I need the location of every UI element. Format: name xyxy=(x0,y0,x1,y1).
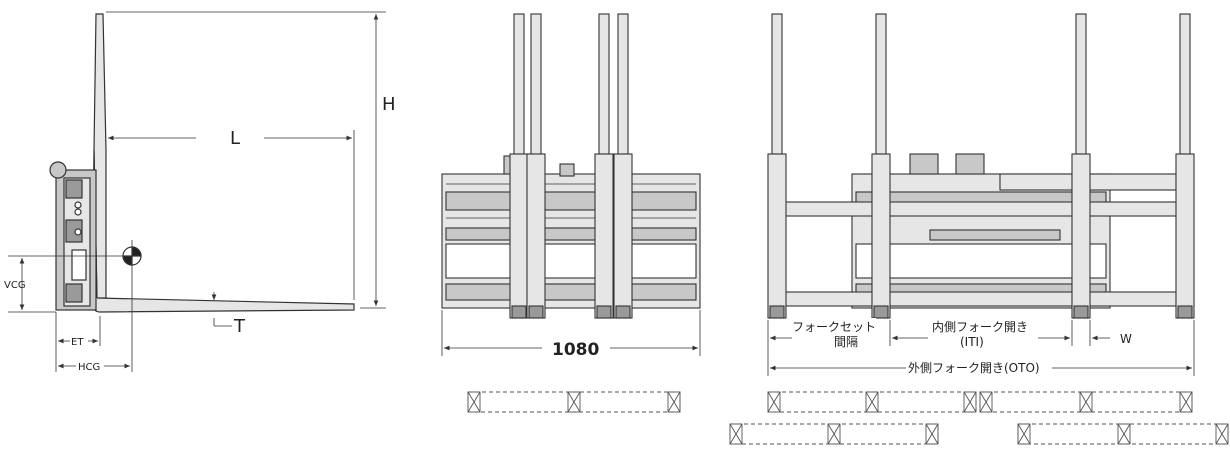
label-l: L xyxy=(230,128,240,149)
label-h: H xyxy=(382,94,396,115)
hook-mid xyxy=(65,219,83,243)
fork-2 xyxy=(530,13,542,155)
label-inner-spread-2: (ITI) xyxy=(960,335,984,349)
label-fork-set-spacing-2: 間隔 xyxy=(834,335,858,349)
label-t: T xyxy=(233,316,246,337)
bolt-2 xyxy=(74,208,82,216)
label-et: ET xyxy=(71,337,84,348)
fork-1 xyxy=(513,13,525,155)
bolt-1 xyxy=(74,201,82,209)
label-w: W xyxy=(1120,332,1132,346)
front-view-narrow xyxy=(441,13,701,356)
hook-top xyxy=(65,179,83,199)
pallet-narrow xyxy=(467,391,681,413)
wide-fork-1 xyxy=(771,13,783,155)
pallets-wide xyxy=(729,391,1229,445)
fork-blade xyxy=(91,149,355,313)
label-width-1080: 1080 xyxy=(552,340,599,360)
wide-fork-2 xyxy=(875,13,887,155)
label-inner-spread-1: 内側フォーク開き xyxy=(932,320,1028,334)
hook-bottom xyxy=(65,283,83,303)
label-outer-spread: 外側フォーク開き(OTO) xyxy=(908,361,1040,375)
label-hcg: HCG xyxy=(78,362,100,373)
fork-3 xyxy=(598,13,610,155)
slot-upper xyxy=(71,249,87,281)
wide-fork-3 xyxy=(1075,13,1087,155)
label-vcg: VCG xyxy=(4,280,26,291)
front-view-wide xyxy=(767,13,1195,376)
side-view xyxy=(8,11,386,372)
hose-reel xyxy=(49,161,67,179)
fork-4 xyxy=(617,13,629,155)
bolt-3 xyxy=(74,228,82,236)
wide-fork-4 xyxy=(1179,13,1191,155)
label-fork-set-spacing-1: フォークセット xyxy=(792,320,876,334)
